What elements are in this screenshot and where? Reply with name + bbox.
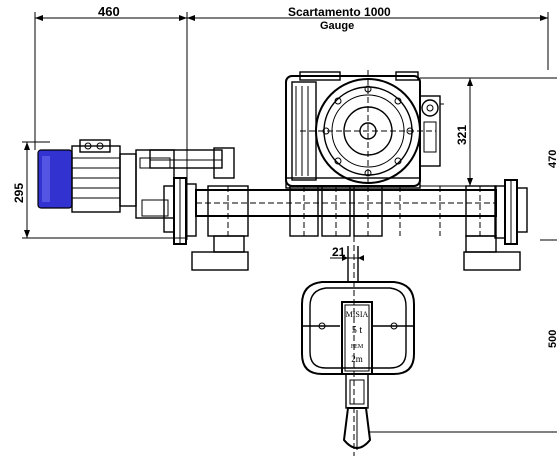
right-dimension-lines bbox=[420, 77, 557, 241]
nameplate-brand: MISIA bbox=[346, 310, 369, 319]
hook bbox=[342, 373, 557, 450]
trolley-beam bbox=[195, 185, 497, 237]
limit-switch bbox=[419, 95, 444, 167]
hook-centerline bbox=[330, 236, 364, 456]
motor-highlight bbox=[42, 156, 50, 202]
right-wheel bbox=[494, 179, 528, 245]
lower-brackets bbox=[191, 235, 521, 271]
hoist-unit bbox=[285, 70, 436, 190]
dimension-321: 321 bbox=[455, 125, 469, 145]
dimension-470-partial: 470 bbox=[547, 150, 557, 168]
nameplate-standard: FEM bbox=[351, 344, 364, 350]
dimension-gauge-label: Scartamento 1000 bbox=[288, 5, 391, 19]
nameplate-capacity: 5 t bbox=[352, 325, 363, 336]
motor bbox=[37, 139, 235, 219]
dimension-21: 21 bbox=[332, 245, 346, 259]
left-dimension-lines bbox=[22, 141, 185, 239]
dimension-gauge-english: Gauge bbox=[320, 20, 354, 32]
nameplate-group: 2m bbox=[351, 354, 363, 364]
dimension-460: 460 bbox=[98, 4, 120, 19]
left-wheel bbox=[163, 177, 197, 245]
dimension-295: 295 bbox=[12, 183, 26, 203]
dimension-500-partial: 500 bbox=[547, 330, 557, 348]
